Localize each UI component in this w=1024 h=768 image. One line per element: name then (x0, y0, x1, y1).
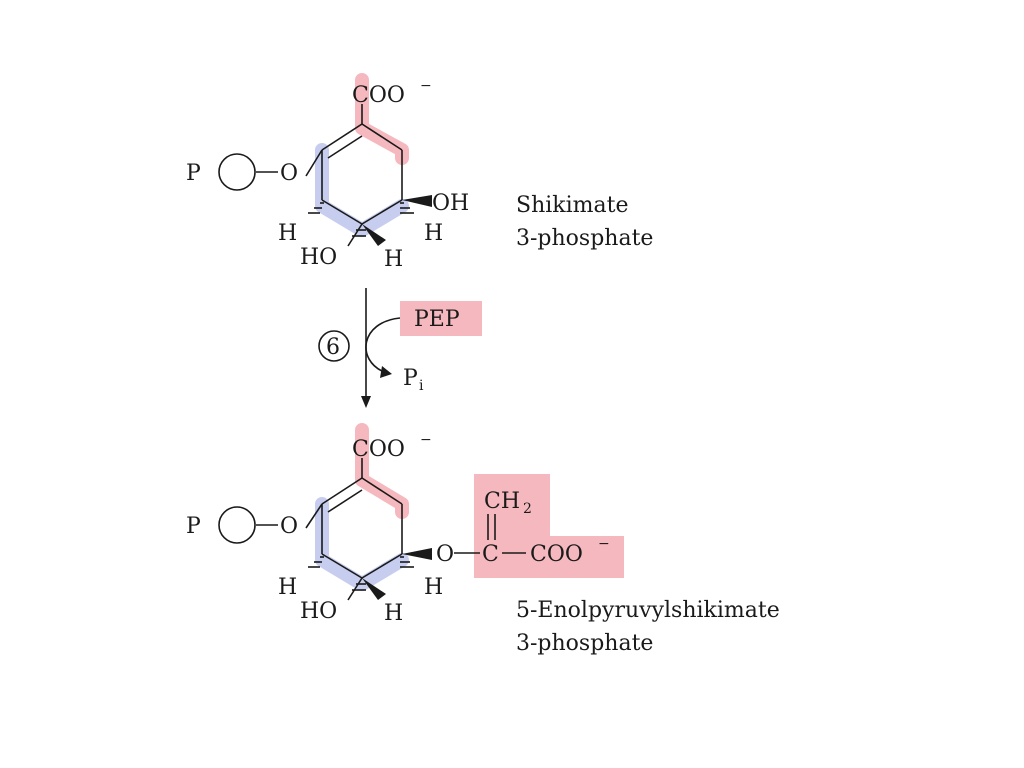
product-blue-highlight (315, 497, 409, 591)
reactant-h-left: H (278, 221, 297, 246)
product-carboxylate-label: COO (352, 437, 405, 462)
product-carboxylate-charge: − (420, 432, 432, 448)
product-phosphate-circle (218, 506, 256, 544)
reactant-bond-c3-c4 (361, 199, 403, 225)
reactant-phosphate-label: P (186, 161, 201, 186)
byproduct-pi-label: P (403, 366, 418, 391)
reactant-hash-left (308, 202, 324, 214)
reactant-blue-highlight (315, 143, 409, 237)
byproduct-pi-subscript: i (419, 378, 424, 394)
reactant-h-bottom: H (384, 247, 403, 272)
reactant-carboxylate-label: COO (352, 83, 405, 108)
product-bond-c6-o (305, 503, 323, 529)
product-ch2-label: CH (484, 489, 520, 514)
reactant-molecule: COO − P O OH H H HO H Shikimate 3-phosph… (186, 73, 653, 272)
product-name-line2: 3-phosphate (516, 631, 653, 656)
product-bond-c1-c2 (361, 477, 403, 505)
reactant-bond-c6-c1-double (327, 135, 363, 159)
product-enol-coo-label: COO (530, 542, 583, 567)
product-molecule: COO − P O O C CH 2 COO − H H HO H 5-Enol… (186, 423, 780, 656)
product-hydroxyl-bottom: HO (300, 599, 337, 624)
product-enol-highlight (474, 474, 624, 578)
reactant-hash-right (400, 202, 414, 214)
reactant-hydroxyl-right: OH (432, 191, 469, 216)
product-name-line1: 5-Enolpyruvylshikimate (516, 598, 780, 623)
reactant-bond-c6-o (305, 149, 323, 177)
reactant-hydroxyl-bottom: HO (300, 245, 337, 270)
product-bond-c4-c5 (321, 553, 363, 579)
step-number-circle (318, 330, 350, 362)
reactant-bond-c1-c2 (361, 123, 403, 151)
product-bond-c6-c1-double (327, 489, 363, 513)
pep-label: PEP (414, 307, 460, 332)
reaction-main-arrow-head (361, 396, 371, 408)
pep-highlight (400, 301, 482, 336)
reactant-wedge-oh (402, 195, 432, 207)
reactant-wedge-bottom-h (362, 224, 386, 246)
product-bond-c4-ho (347, 577, 363, 601)
reactant-phosphate-circle (218, 153, 256, 191)
reaction-curved-arrow-head (380, 366, 392, 378)
reaction-step: 6 PEP P i (318, 288, 482, 408)
reactant-carboxylate-charge: − (420, 78, 432, 94)
reactant-name-line2: 3-phosphate (516, 226, 653, 251)
product-ch2-subscript: 2 (523, 501, 532, 517)
reaction-curved-arrow (365, 317, 401, 373)
product-hash-left (308, 556, 324, 568)
product-enol-c-label: C (482, 542, 499, 567)
reactant-bond-c6-c1 (321, 123, 363, 151)
product-h-left: H (278, 575, 297, 600)
product-wedge-bottom-h (362, 578, 386, 600)
reactant-h-right: H (424, 221, 443, 246)
product-bond-c3-c4 (361, 553, 403, 579)
product-bond-c6-c1 (321, 477, 363, 505)
product-enol-o-label: O (436, 542, 454, 567)
product-ether-o-label: O (280, 514, 298, 539)
reactant-name-line1: Shikimate (516, 193, 628, 218)
product-h-right: H (424, 575, 443, 600)
product-h-bottom: H (384, 601, 403, 626)
product-enol-coo-charge: − (598, 536, 610, 552)
product-hash-right (400, 556, 414, 568)
product-phosphate-label: P (186, 514, 201, 539)
product-wedge-enol-o (402, 548, 432, 560)
reactant-bond-c4-c5 (321, 199, 363, 225)
step-number-label: 6 (326, 335, 340, 360)
reactant-ether-o-label: O (280, 161, 298, 186)
reactant-bond-c4-ho (347, 223, 363, 247)
